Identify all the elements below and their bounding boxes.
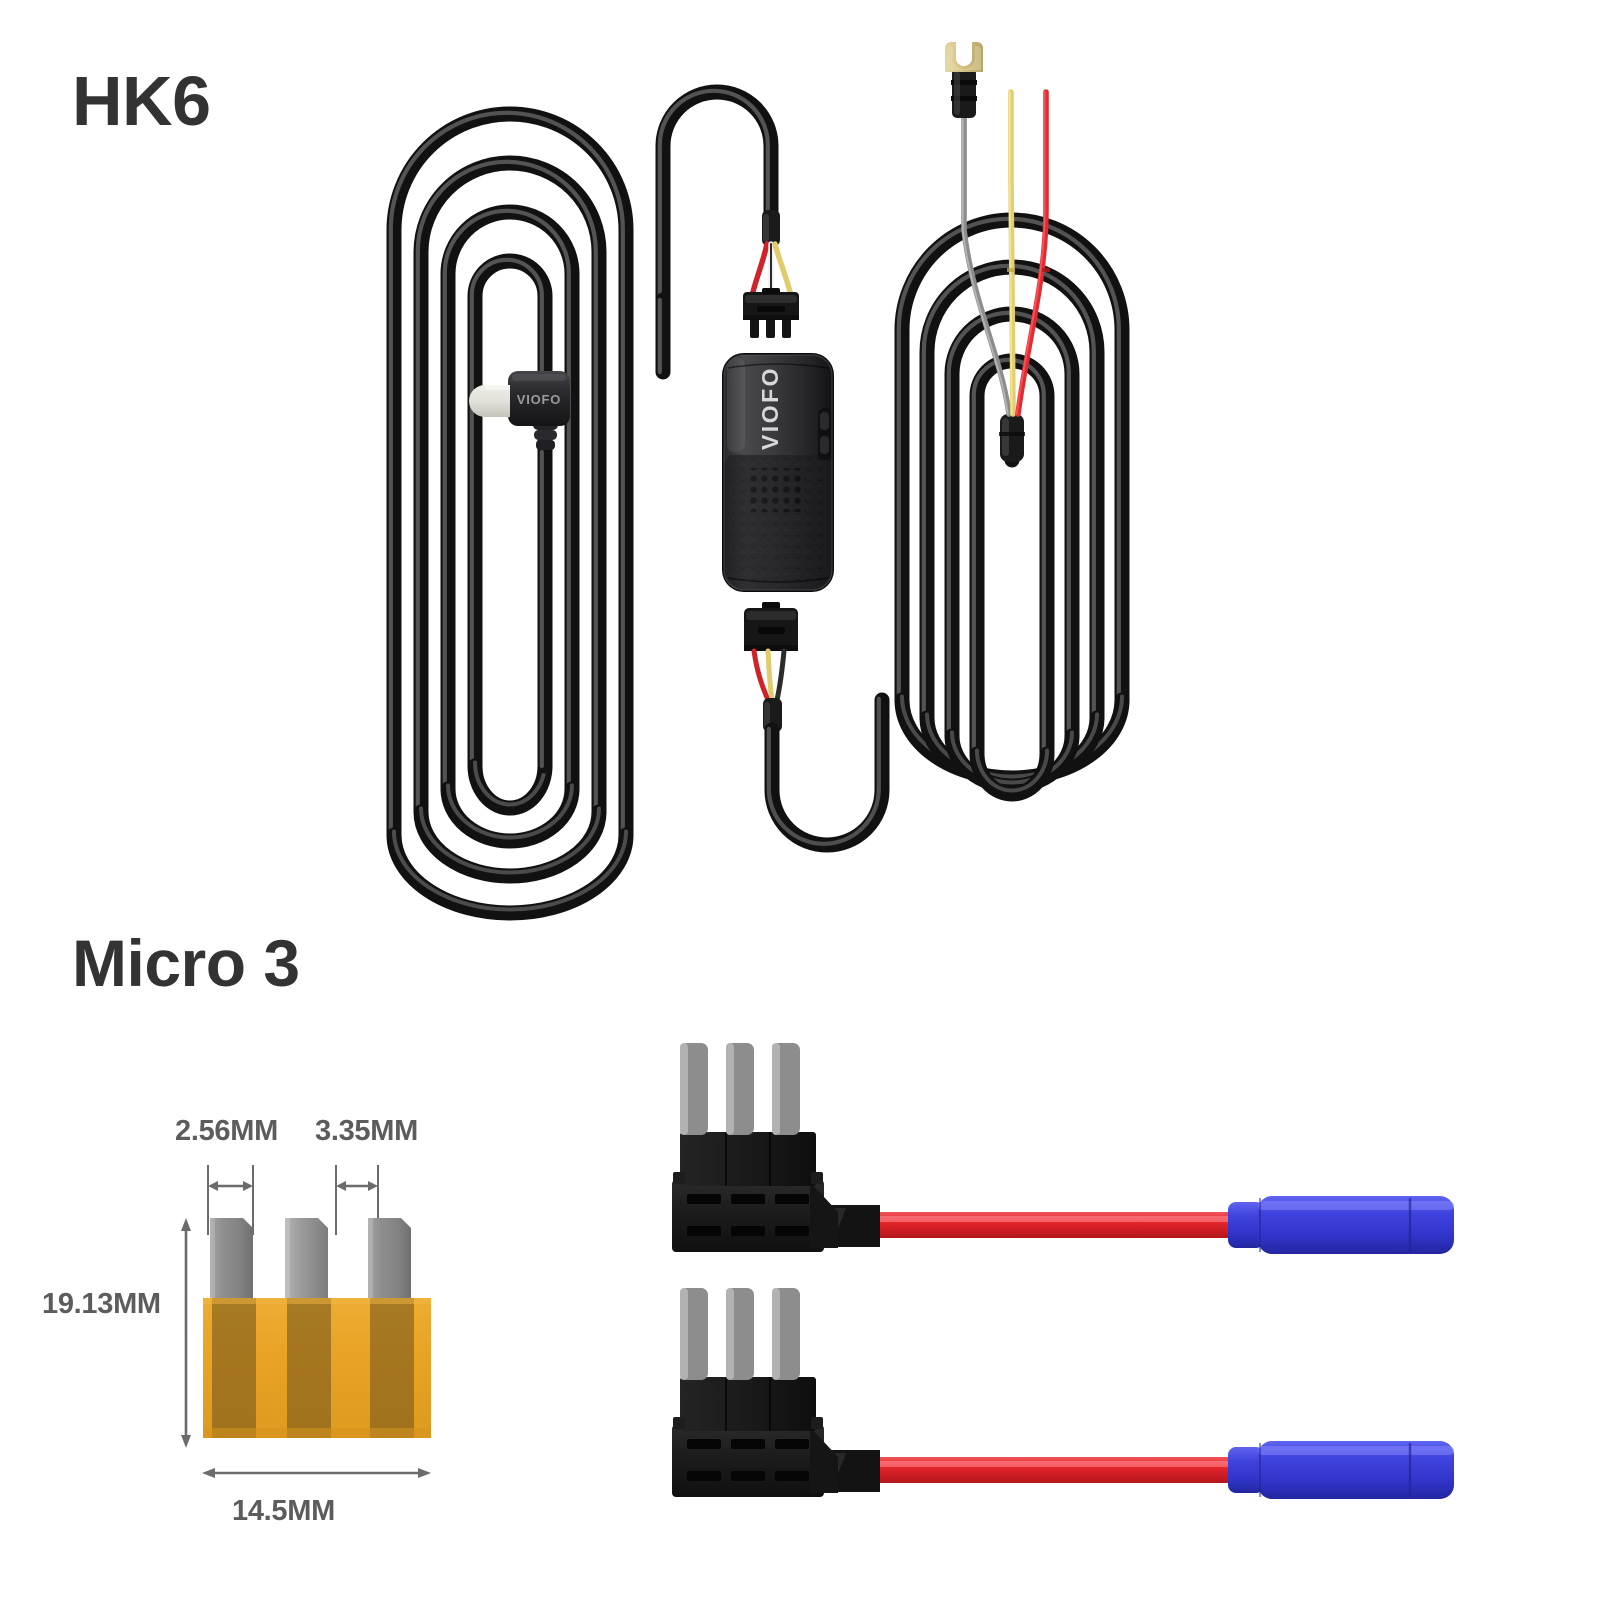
section-title-hk6: HK6 (72, 62, 211, 140)
fuse-tap-blade (726, 1043, 754, 1135)
fork-ring-terminal (945, 42, 983, 72)
constant-wire (1015, 89, 1049, 417)
dimension-label-blade-pitch: 3.35MM (315, 1115, 418, 1147)
fuse-blades (210, 1218, 411, 1330)
blue-terminal-top (1228, 1196, 1454, 1254)
lower-breakout-wires (751, 648, 787, 732)
fuse-tap-housing-top (672, 1180, 824, 1252)
fuse-tap-blade (772, 1288, 800, 1380)
dimension-label-fuse-width: 14.5MM (232, 1495, 335, 1527)
fuse-tap-housing-bottom (672, 1425, 824, 1497)
fuse-tap-blade (680, 1043, 708, 1135)
micro3-fuse-illustration (203, 1218, 431, 1438)
fuse-tap-blade (772, 1043, 800, 1135)
section-title-micro3: Micro 3 (72, 926, 300, 1000)
left-cable-coil (386, 106, 634, 921)
usb-connector-logo-text: VIOFO (517, 392, 561, 407)
upper-breakout-wires (749, 241, 794, 299)
middle-lower-cable (764, 692, 890, 853)
fuse-tap-assembly-bottom (672, 1288, 1454, 1499)
lower-pin-connector (744, 602, 798, 651)
middle-upper-cable (655, 84, 780, 380)
power-box-logo-text: VIOFO (757, 366, 783, 450)
fuse-tap-red-wire-bottom (838, 1457, 1258, 1483)
blue-terminal-bottom (1228, 1441, 1454, 1499)
fuse-tap-assembly-top (672, 1043, 1454, 1254)
fuse-tap-blade (680, 1288, 708, 1380)
right-wire-breakout (945, 42, 1050, 462)
upper-pin-connector (743, 288, 799, 338)
fuse-tap-blade (726, 1288, 754, 1380)
right-cable-coil (894, 212, 1130, 802)
fuse-tap-red-wire-top (838, 1212, 1258, 1238)
fuse-dimension-lines (181, 1165, 431, 1478)
dimension-label-blade-width: 2.56MM (175, 1115, 278, 1147)
accessory-wire (1008, 89, 1016, 417)
dimension-label-fuse-height: 19.13MM (42, 1288, 161, 1320)
ground-wire (961, 109, 1012, 417)
viofo-power-box: VIOFO (722, 353, 834, 592)
usb-c-connector: VIOFO (469, 371, 570, 450)
